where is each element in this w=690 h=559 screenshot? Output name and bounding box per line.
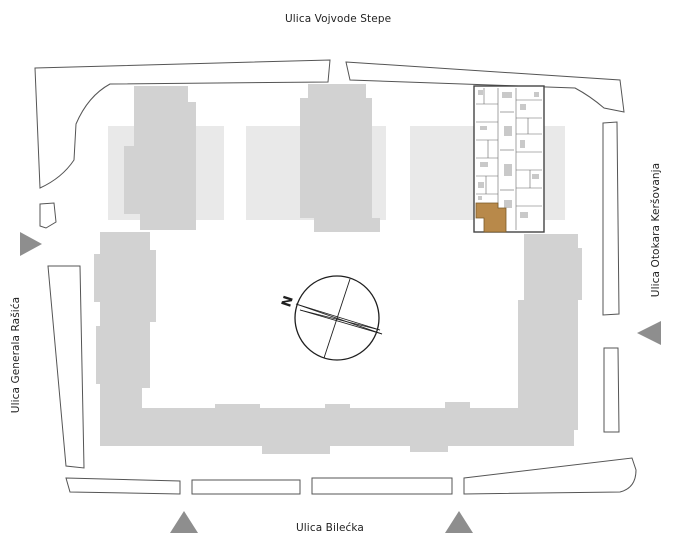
lot-outline-east-lower bbox=[603, 347, 620, 433]
compass: N bbox=[279, 275, 383, 361]
entrance-arrow-east-icon bbox=[637, 321, 661, 345]
street-label-east: Ulica Otokara Keršovanja bbox=[650, 162, 662, 298]
lot-outline-south-4 bbox=[463, 457, 637, 495]
building-highlighted bbox=[473, 85, 545, 233]
floor-plan-walls bbox=[476, 88, 542, 230]
street-label-west: Ulica Generala Rašića bbox=[10, 296, 22, 414]
building-u-block bbox=[94, 232, 582, 454]
entrance-arrows bbox=[20, 232, 661, 533]
compass-north-label: N bbox=[279, 294, 297, 309]
lot-outline-east-upper bbox=[602, 121, 620, 316]
street-label-south: Ulica Bilećka bbox=[296, 522, 364, 534]
lot-outline-south-3 bbox=[311, 477, 453, 495]
floor-plan-fixtures bbox=[478, 90, 539, 218]
lot-outline-west bbox=[47, 265, 85, 469]
buildings bbox=[94, 84, 582, 454]
lot-outline-northwest bbox=[34, 59, 331, 189]
street-label-north: Ulica Vojvode Stepe bbox=[285, 13, 392, 25]
lot-outline-northeast bbox=[345, 61, 625, 113]
compass-needle bbox=[295, 278, 383, 359]
entrance-arrow-south-1-icon bbox=[170, 511, 198, 533]
block-outlines bbox=[34, 59, 637, 495]
building-north-2 bbox=[300, 84, 380, 232]
building-north-1 bbox=[124, 86, 196, 230]
lot-outline-kiosk bbox=[39, 202, 57, 229]
entrance-arrow-west-icon bbox=[20, 232, 42, 256]
highlighted-apartment[interactable] bbox=[475, 202, 507, 233]
lot-outline-south-1 bbox=[65, 477, 181, 495]
lot-outline-south-2 bbox=[191, 479, 301, 495]
entrance-arrow-south-2-icon bbox=[445, 511, 473, 533]
